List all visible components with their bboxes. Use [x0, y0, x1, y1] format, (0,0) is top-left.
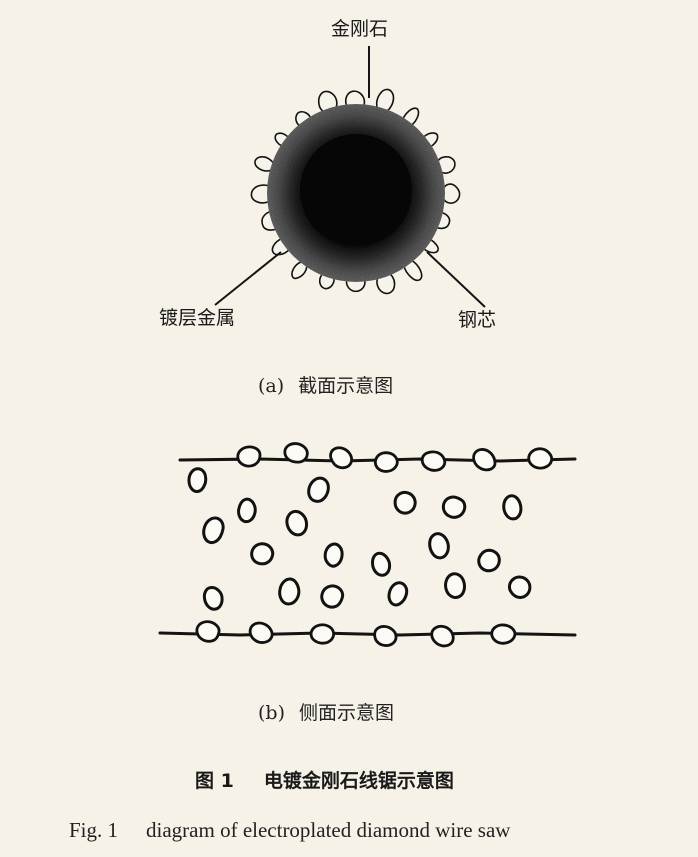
diamond-label: 金刚石: [331, 18, 389, 40]
side-view-edge-grain: [490, 623, 517, 645]
figure-number-cn: 图 1: [195, 770, 234, 792]
side-view-edge-grain: [236, 445, 262, 468]
plating-metal-label: 镀层金属: [159, 307, 236, 329]
side-view-inner-grain: [202, 516, 225, 545]
subfigure-b-title: 侧面示意图: [299, 702, 395, 724]
side-view-grains: [187, 442, 554, 648]
figure-number-en: Fig. 1: [69, 818, 119, 842]
side-view-inner-grain: [507, 575, 532, 599]
side-view-inner-grain: [477, 548, 501, 573]
steel-core-leader-line: [426, 251, 486, 308]
side-view-edge-grain: [373, 625, 398, 647]
side-view-edge-grain: [309, 623, 336, 645]
subfigure-a-tag: (a): [258, 375, 285, 397]
side-view-inner-grain: [441, 495, 467, 519]
side-view-edge-grain: [248, 621, 274, 644]
side-view-diagram: [158, 442, 577, 648]
side-view-edge-grain: [527, 447, 554, 470]
figure-title-en: diagram of electroplated diamond wire sa…: [146, 818, 511, 842]
side-view-inner-grain: [393, 490, 417, 515]
side-view-edge-grain: [283, 442, 309, 464]
subfigure-b-tag: (b): [258, 702, 285, 724]
side-view-inner-grain: [371, 551, 392, 577]
side-view-inner-grain: [428, 532, 450, 560]
figure-caption-english: Fig. 1 diagram of electroplated diamond w…: [69, 820, 510, 841]
side-view-edge-grain: [195, 620, 221, 643]
side-view-edge-grain: [420, 450, 447, 472]
side-view-inner-grain: [187, 467, 208, 494]
side-view-inner-grain: [237, 497, 257, 524]
side-view-inner-grain: [285, 509, 309, 537]
plating-metal-leader-line: [214, 251, 282, 306]
figure-title-cn: 电镀金刚石线锯示意图: [263, 770, 454, 792]
side-view-inner-grain: [387, 581, 409, 607]
figure-caption-chinese: 图 1 电镀金刚石线锯示意图: [195, 772, 454, 791]
side-view-inner-grain: [444, 572, 467, 600]
steel-core: [300, 134, 412, 246]
side-view-inner-grain: [278, 577, 301, 606]
side-view-edge-grain: [373, 451, 399, 473]
side-view-edge-grain: [472, 448, 497, 472]
subfigure-a-caption: (a) 截面示意图: [258, 377, 393, 396]
subfigure-b-caption: (b) 侧面示意图: [258, 704, 394, 723]
steel-core-label: 钢芯: [458, 309, 497, 331]
side-view-inner-grain: [307, 476, 330, 503]
subfigure-a-title: 截面示意图: [298, 375, 394, 397]
cross-section-diagram: [214, 46, 486, 308]
side-view-edge-grain: [430, 624, 455, 648]
side-view-inner-grain: [502, 494, 523, 521]
side-view-inner-grain: [202, 585, 224, 611]
side-view-edge-grain: [329, 446, 354, 470]
side-view-inner-grain: [320, 584, 345, 609]
side-view-inner-grain: [250, 542, 275, 566]
side-view-inner-grain: [323, 542, 344, 568]
